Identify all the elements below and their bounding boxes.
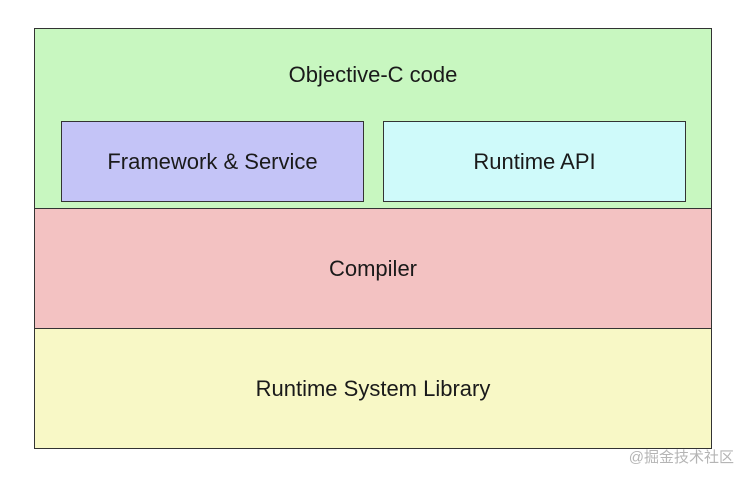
- framework-service-box: Framework & Service: [61, 121, 364, 202]
- objective-c-code-title: Objective-C code: [288, 62, 458, 87]
- framework-service-label: Framework & Service: [107, 148, 318, 174]
- objective-c-code-layer: Objective-C code Framework & Service Run…: [34, 28, 712, 209]
- runtime-system-library-layer: Runtime System Library: [34, 328, 712, 449]
- watermark: @掘金技术社区: [628, 449, 734, 466]
- runtime-api-box: Runtime API: [383, 121, 686, 202]
- compiler-title: Compiler: [328, 255, 418, 281]
- runtime-api-label: Runtime API: [473, 148, 596, 174]
- compiler-layer: Compiler: [34, 208, 712, 329]
- runtime-system-library-title: Runtime System Library: [255, 375, 491, 401]
